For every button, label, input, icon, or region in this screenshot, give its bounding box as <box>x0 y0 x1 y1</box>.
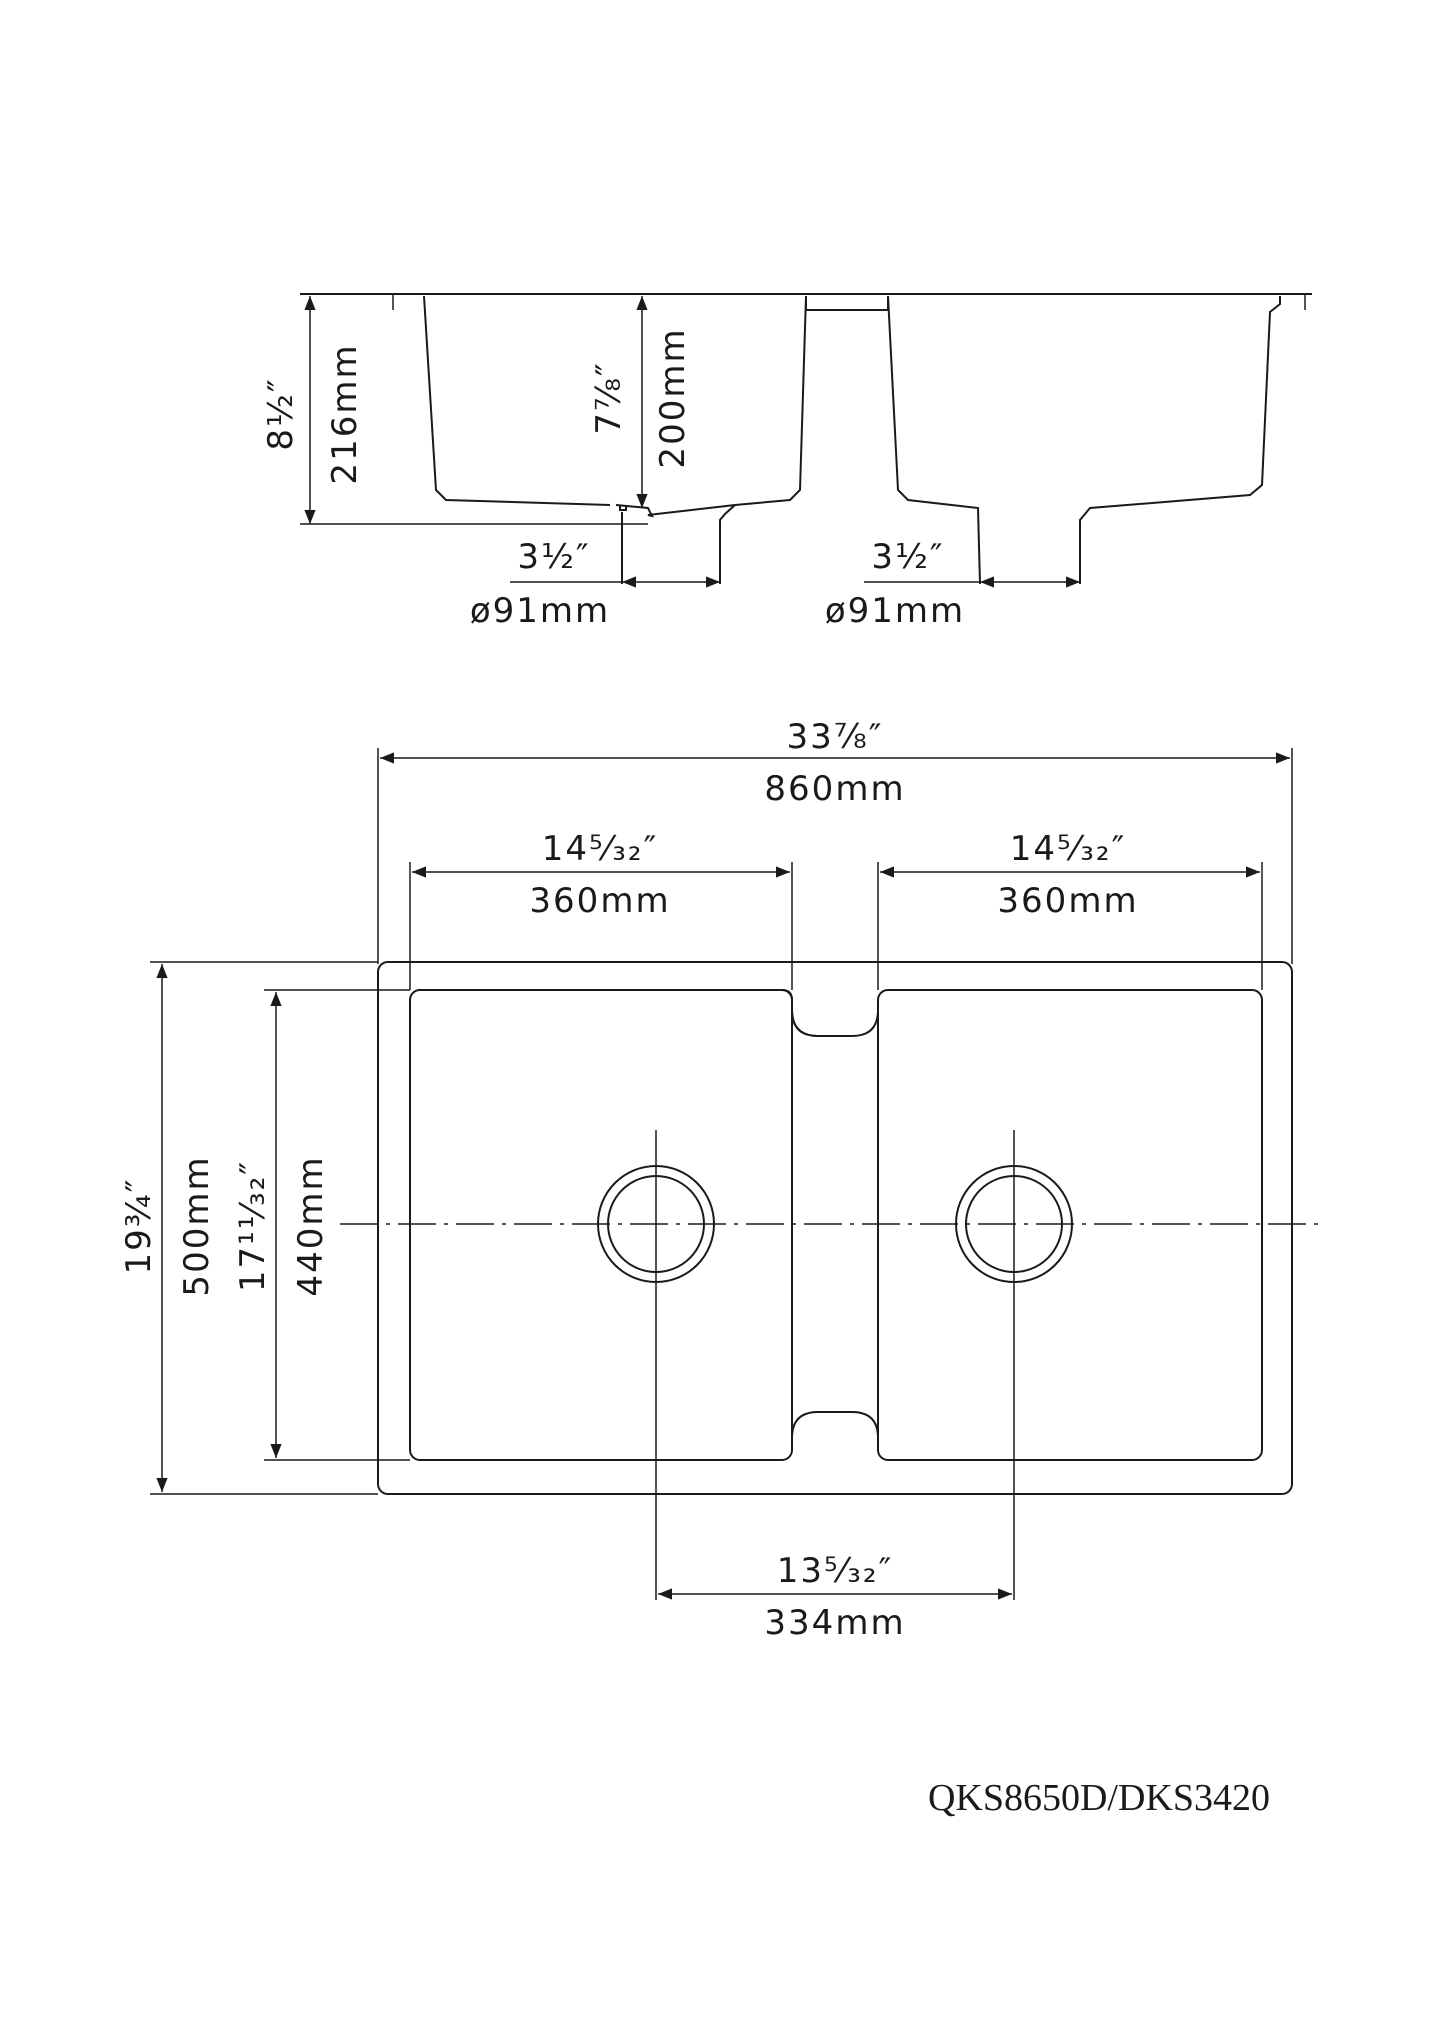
overall-depth-mm-label: 500mm <box>177 1155 217 1296</box>
divider-notch-bottom <box>791 1411 879 1439</box>
height-mm-label: 216mm <box>325 343 365 484</box>
bowl-depth-mm-label: 200mm <box>653 327 693 468</box>
overall-depth-in-label: 19¾″ <box>119 1178 159 1275</box>
bowl-depth-in-label: 7⅞″ <box>589 361 629 434</box>
sink-outer-outline <box>377 961 1293 1495</box>
right-drain-mm-label: ø91mm <box>825 591 965 631</box>
right-drain-in-label: 3½″ <box>871 537 944 577</box>
top-plan-view: 33⅞″ 860mm 14⁵⁄₃₂″ 360mm 14⁵⁄₃₂″ 360mm <box>119 717 1320 1643</box>
side-section-view: 8½″ 216mm 7⅞″ 200mm 3½″ ø91mm 3½″ ø91mm <box>261 293 1312 631</box>
right-bowl-outline <box>887 295 981 585</box>
right-drain-inner-ring <box>965 1175 1063 1273</box>
left-drain-inner-ring <box>607 1175 705 1273</box>
divider-notch-top <box>791 1009 879 1037</box>
left-drain-in-label: 3½″ <box>517 537 590 577</box>
left-bowl-outline <box>409 989 793 1461</box>
right-bowl-outline <box>877 989 1263 1461</box>
drain-spacing-in-label: 13⁵⁄₃₂″ <box>777 1551 894 1591</box>
right-bowl-width-mm-label: 360mm <box>997 881 1138 921</box>
overall-width-mm-label: 860mm <box>764 769 905 809</box>
model-number: QKS8650D/DKS3420 <box>928 1777 1270 1819</box>
left-bowl-outline <box>423 295 611 506</box>
left-bowl-width-mm-label: 360mm <box>529 881 670 921</box>
height-in-label: 8½″ <box>261 377 301 450</box>
left-bowl-width-in-label: 14⁵⁄₃₂″ <box>542 829 659 869</box>
divider-notch <box>805 296 889 311</box>
right-bowl-width-in-label: 14⁵⁄₃₂″ <box>1010 829 1127 869</box>
right-drain-outer-ring <box>955 1165 1073 1283</box>
left-drain-mm-label: ø91mm <box>470 591 610 631</box>
bowl-depth-mm-label: 440mm <box>291 1155 331 1296</box>
bowl-depth-in-label: 17¹¹⁄₃₂″ <box>233 1160 273 1292</box>
left-drain-outer-ring <box>597 1165 715 1283</box>
drain-spacing-mm-label: 334mm <box>764 1603 905 1643</box>
overall-width-in-label: 33⅞″ <box>787 717 884 757</box>
